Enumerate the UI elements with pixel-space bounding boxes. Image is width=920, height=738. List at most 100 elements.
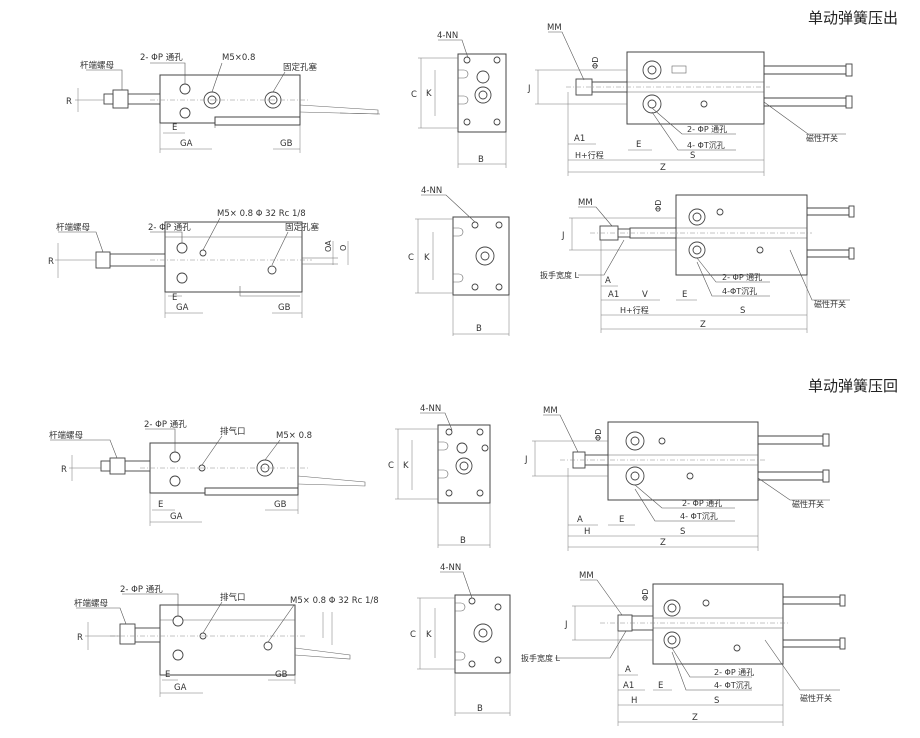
retract-end-view-1: C K B 4-NN <box>388 404 491 548</box>
dim-s: S <box>714 696 719 706</box>
dim-gb: GB <box>278 303 291 313</box>
label-p-thru-right: 2- ΦP 通孔 <box>714 667 754 677</box>
dim-a1: A1 <box>623 681 634 691</box>
dim-h-stroke: H+行程 <box>620 305 649 315</box>
dim-phi-d: ΦD <box>654 200 663 212</box>
label-nn: 4-NN <box>420 404 441 414</box>
label-t-counterbore: 4-ΦT沉孔 <box>722 287 757 296</box>
dim-a: A <box>577 515 583 525</box>
retract-side-view-2: R E GA GB 杆端螺母 2- ΦP 通孔 排气口 M5× 0.8 Φ 32… <box>74 584 379 697</box>
rod-end-nut <box>95 251 111 269</box>
switch-rail <box>806 249 850 258</box>
dim-phi-d: ΦD <box>641 589 650 601</box>
piston-rod <box>127 93 161 105</box>
label-fixed-plug: 固定孔塞 <box>285 222 320 233</box>
dim-c: C <box>410 630 416 640</box>
extend-end-view-2: C K B 4-NN <box>408 186 510 336</box>
dim-k: K <box>424 253 430 263</box>
dim-z: Z <box>700 320 706 330</box>
dim-phi-d: ΦD <box>591 57 600 69</box>
label-p-thru: 2- ΦP 通孔 <box>140 52 183 63</box>
dim-e-top: E <box>658 681 663 691</box>
dim-e: E <box>172 293 177 303</box>
heading-spring-retract: 单动弹簧压回 <box>808 377 899 395</box>
switch-rail <box>757 435 824 445</box>
dim-a1: A1 <box>574 134 585 144</box>
label-magnetic-switch: 磁性开关 <box>800 693 832 703</box>
dim-e: E <box>172 123 177 133</box>
label-magnetic-switch: 磁性开关 <box>814 299 846 309</box>
label-wrench-width: 扳手宽度 L <box>540 270 580 280</box>
rod-end-nut <box>112 89 129 109</box>
retract-top-view-2: J ΦD A A1 E H S Z MM 扳手宽度 L 2- ΦP 通孔 4- … <box>521 571 846 726</box>
label-rod-nut: 杆端螺母 <box>49 430 83 441</box>
dim-j: J <box>564 620 568 630</box>
dim-a: A <box>605 276 611 286</box>
dim-s: S <box>690 151 695 161</box>
dim-gb: GB <box>274 500 287 510</box>
dim-e-top: E <box>636 140 641 150</box>
label-mm: MM <box>579 571 594 581</box>
dim-e-top: E <box>619 515 624 525</box>
switch-rail <box>763 65 847 75</box>
rod-end-nut <box>119 623 136 645</box>
dim-h: H <box>631 696 637 706</box>
dim-z: Z <box>692 713 698 723</box>
dim-e: E <box>165 670 170 680</box>
dim-b: B <box>476 324 482 334</box>
dim-c: C <box>411 90 417 100</box>
label-mm: MM <box>543 406 558 416</box>
label-rod-nut-alt: 杆端螺母 <box>56 222 90 233</box>
label-m5: M5× 0.8 <box>276 431 312 441</box>
switch-rail <box>782 596 841 605</box>
dim-c: C <box>408 253 414 263</box>
dim-r: R <box>48 257 54 267</box>
dim-h-stroke: H+行程 <box>575 150 604 160</box>
retract-side-view-1: R E GA GB 杆端螺母 2- ΦP 通孔 排气口 M5× 0.8 <box>49 419 366 526</box>
label-p-thru: 2- ΦP 通孔 <box>120 584 163 595</box>
label-m5: M5×0.8 <box>222 53 255 63</box>
label-nn: 4-NN <box>440 563 461 573</box>
retract-top-view-1: J ΦD A E H S Z MM 2- ΦP 通孔 4- ΦT沉孔 磁性开关 <box>524 406 830 551</box>
extend-top-view-2: J ΦD A A1 V E H+行程 S Z MM 扳手宽度 L 2- ΦP 通… <box>540 194 855 333</box>
dim-gb: GB <box>280 139 293 149</box>
dim-k: K <box>426 630 432 640</box>
thru-hole <box>179 107 191 119</box>
rod-end-nut <box>109 457 126 475</box>
heading-spring-extend: 单动弹簧压出 <box>808 9 899 27</box>
label-magnetic-switch: 磁性开关 <box>806 133 838 143</box>
dim-r: R <box>61 465 67 475</box>
label-m5-rc: M5× 0.8 Φ 32 Rc 1/8 <box>217 209 306 219</box>
dim-b: B <box>478 155 484 165</box>
label-t-counterbore: 4- ΦT沉孔 <box>687 141 725 150</box>
cylinder-body-top <box>652 583 784 665</box>
dim-k: K <box>426 89 432 99</box>
switch-rail <box>782 639 841 648</box>
dim-b: B <box>460 536 466 546</box>
cylinder-body-top <box>675 194 808 276</box>
dim-v: V <box>642 290 648 300</box>
label-p-thru-right: 2- ΦP 通孔 <box>687 124 727 134</box>
switch-rail <box>757 471 824 481</box>
dim-ga: GA <box>174 683 187 693</box>
dim-j: J <box>561 231 565 241</box>
dim-z: Z <box>660 538 666 548</box>
label-rod-nut: 杆端螺母 <box>80 60 114 71</box>
dim-e: E <box>158 500 163 510</box>
label-mm: MM <box>547 23 562 33</box>
dim-r: R <box>66 97 72 107</box>
extend-side-view-2: R OA O E GA GB 杆端螺母 2- ΦP 通孔 M5× 0.8 Φ 3… <box>48 209 349 318</box>
label-p-thru-right: 2- ΦP 通孔 <box>722 272 762 282</box>
label-exhaust: 排气口 <box>220 426 246 437</box>
label-fixed-plug: 固定孔塞 <box>283 62 318 73</box>
label-exhaust: 排气口 <box>220 592 246 603</box>
dim-a1: A1 <box>608 290 619 300</box>
dim-z: Z <box>660 163 666 173</box>
dim-s: S <box>680 527 685 537</box>
label-magnetic-switch: 磁性开关 <box>792 499 824 509</box>
dim-phi-d: ΦD <box>594 429 603 441</box>
dim-ga: GA <box>180 139 193 149</box>
switch-rail <box>806 207 850 216</box>
dim-ga: GA <box>176 303 189 313</box>
